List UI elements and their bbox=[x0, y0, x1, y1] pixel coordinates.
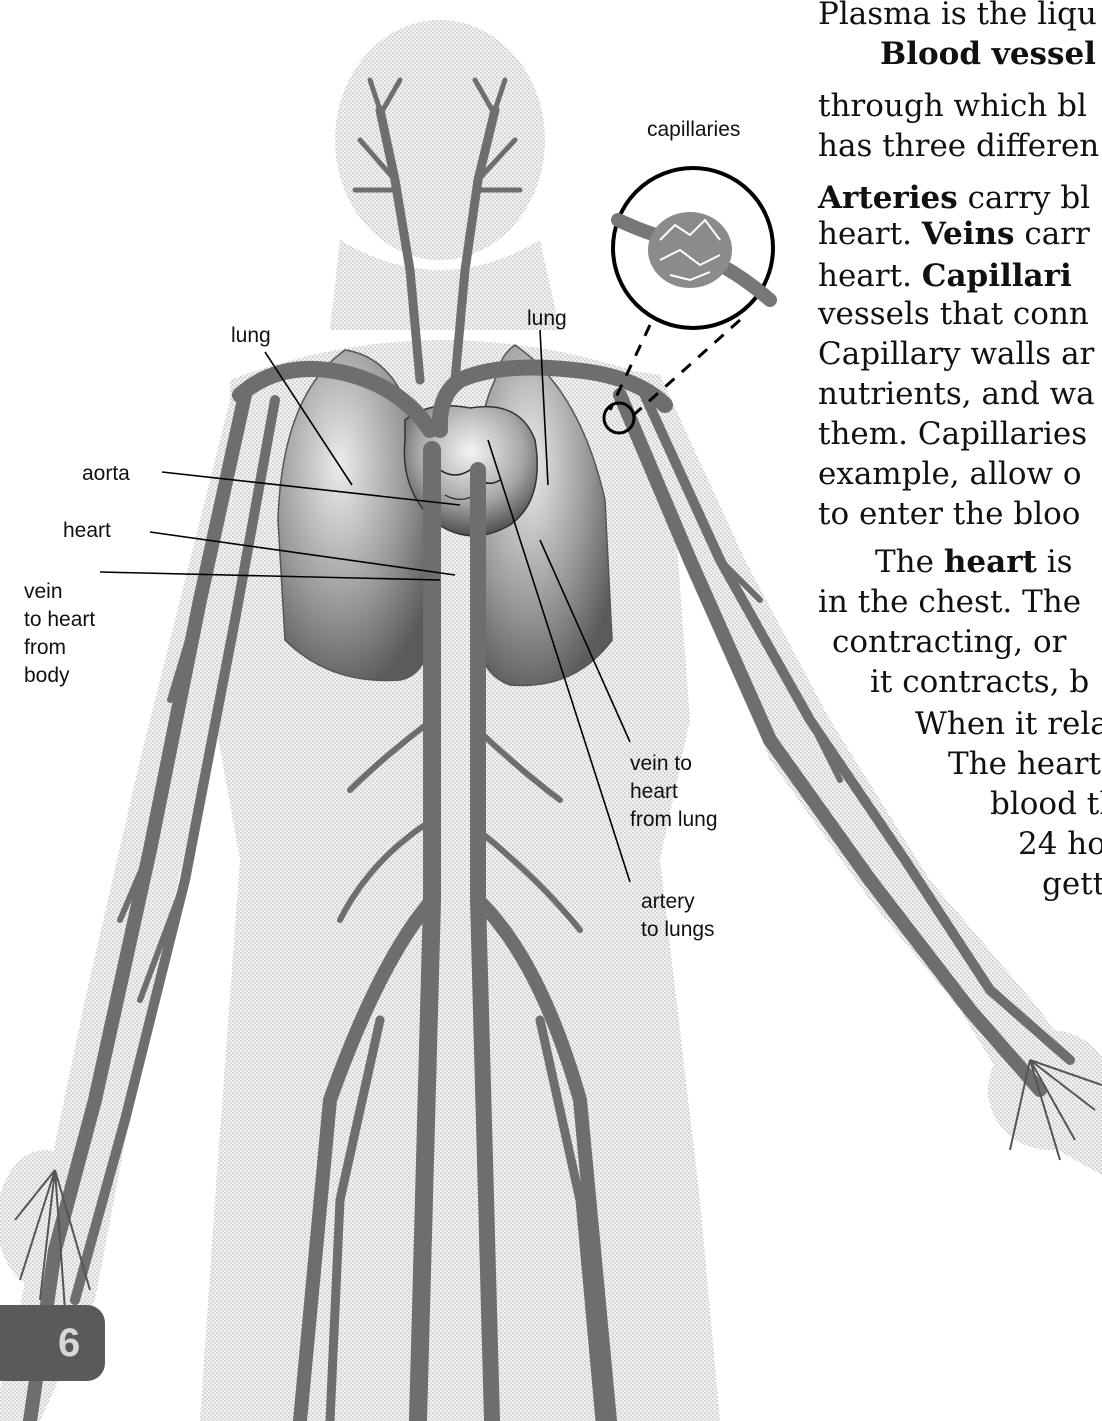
label-lung-left: lung bbox=[231, 322, 271, 350]
label-vein-from-lung: vein to heart from lung bbox=[630, 750, 718, 834]
body-silhouette bbox=[0, 20, 1102, 1421]
page-number: 6 bbox=[58, 1315, 80, 1371]
page-number-tab: 6 bbox=[0, 1305, 105, 1381]
label-vein-from-body: vein to heart from body bbox=[24, 578, 95, 690]
label-lung-right: lung bbox=[527, 305, 567, 333]
label-artery-to-lungs: artery to lungs bbox=[641, 888, 715, 944]
label-heart: heart bbox=[63, 517, 111, 545]
label-aorta: aorta bbox=[82, 460, 130, 488]
label-capillaries: capillaries bbox=[647, 116, 740, 144]
